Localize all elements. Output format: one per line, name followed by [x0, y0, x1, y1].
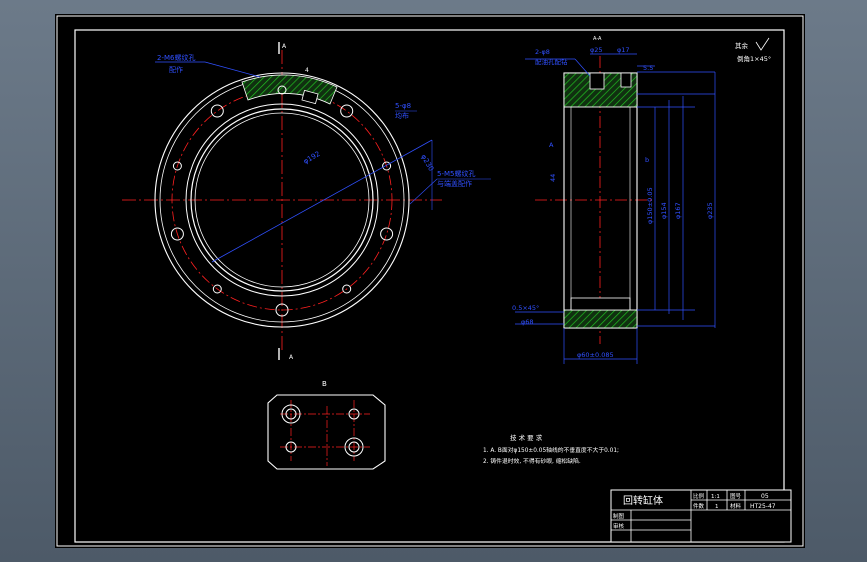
detail-hole-3 — [285, 441, 297, 453]
hole-note-1: 5-φ8 — [395, 102, 411, 110]
section-view: 2-φ8 配油孔配钻 φ25 φ17 5.5 φ150±0.05 φ154 φ1… — [512, 36, 716, 364]
drawing-sheet: 2-M6螺纹孔 配作 5-φ8 均布 φ192 φ230 5-M5螺纹孔 与端盖… — [55, 14, 805, 548]
title-block-grid — [611, 490, 791, 542]
detail-label: B — [322, 380, 327, 388]
tech-req-line1: 1. A. B面对φ150±0.05轴线的不垂直度不大于0.01; — [483, 446, 619, 454]
section-note-line1: 2-φ8 — [535, 48, 550, 56]
section-top-hole — [589, 72, 605, 90]
dim-width: φ60±0.085 — [577, 351, 614, 359]
dim-phi68: φ68 — [521, 318, 534, 326]
inner-step-circle — [185, 103, 379, 297]
dim-44: 44 — [549, 174, 557, 182]
label-draw: 制图 — [613, 512, 625, 520]
bolt-hole — [275, 303, 289, 317]
value-qty: 1 — [715, 504, 719, 510]
note2-leader — [409, 178, 438, 205]
bolt-hole — [382, 161, 392, 171]
bolt-circle-label: φ192 — [302, 150, 322, 166]
note2-line2: 与端盖配作 — [437, 179, 472, 188]
bolt-hole — [340, 104, 354, 118]
technical-requirements: 技 术 要 求 1. A. B面对φ150±0.05轴线的不垂直度不大于0.01… — [483, 433, 619, 465]
corner-note-line1: 其余 — [735, 41, 749, 50]
title-block: 回转缸体 比例 1:1 图号 05 件数 1 材料 HT25-47 制图 审核 — [610, 489, 792, 543]
detail-hole-4-outer — [344, 437, 364, 457]
title-block-frame — [610, 489, 792, 543]
bolt-hole — [210, 104, 224, 118]
dim-dia1: φ150±0.05 — [646, 187, 654, 224]
section-dim-lines — [515, 53, 716, 364]
dim-dia4: φ235 — [706, 202, 714, 219]
dim-b: b — [645, 156, 649, 164]
section-body-outline — [563, 72, 638, 329]
bolt-hole — [342, 284, 352, 294]
note1-leader — [204, 61, 261, 78]
tech-req-title: 技 术 要 求 — [510, 433, 543, 442]
detail-outline — [267, 394, 386, 470]
corner-note-line2: 倒角1×45° — [737, 54, 771, 63]
dim-5-5: 5.5 — [643, 64, 653, 72]
section-label-bottom: A — [289, 354, 294, 361]
note1-line1: 2-M6螺纹孔 — [157, 53, 195, 62]
section-label-top: A — [282, 43, 287, 50]
dim-dia2: φ154 — [660, 202, 668, 219]
dim-chamfer: 0.5×45° — [512, 304, 539, 312]
hole-note-2: 均布 — [395, 111, 409, 120]
note1-line2: 配作 — [169, 65, 183, 74]
tech-req-line2: 2. 铸件退时效, 不得有砂眼, 缩松缺陷. — [483, 457, 581, 465]
front-view — [122, 50, 442, 350]
bore-circle — [190, 108, 374, 292]
detail-view-b: B — [267, 380, 386, 470]
value-material: HT25-47 — [750, 503, 776, 510]
section-label-a: A — [549, 141, 554, 149]
section-top-hole-2 — [620, 72, 632, 88]
roughness-symbol-icon — [755, 37, 770, 51]
bolt-circle-dimension-line — [211, 139, 433, 263]
section-title: A-A — [593, 36, 602, 42]
detail-hole-1-inner — [285, 408, 297, 420]
section-bottom-step — [570, 297, 631, 311]
outer-circle — [154, 72, 410, 328]
oil-hole-cut — [301, 89, 319, 105]
label-check: 审核 — [613, 522, 625, 530]
drawing-canvas[interactable]: 2-M6螺纹孔 配作 5-φ8 均布 φ192 φ230 5-M5螺纹孔 与端盖… — [55, 14, 805, 548]
dim-phi17: φ17 — [617, 46, 630, 54]
label-ratio: 比例 — [693, 492, 705, 500]
pitch-circle-label: φ230 — [419, 153, 435, 173]
bolt-hole — [212, 284, 222, 294]
detail-hole-4-inner — [348, 441, 360, 453]
dim-dia3: φ167 — [674, 202, 682, 219]
corner-note: 其余 倒角1×45° — [735, 37, 771, 63]
dim-phi25: φ25 — [590, 46, 603, 54]
note2-line1: 5-M5螺纹孔 — [437, 169, 475, 178]
top-mark: 4 — [305, 67, 309, 74]
label-material: 材料 — [730, 502, 742, 510]
value-ratio: 1:1 — [711, 494, 720, 500]
sheet-border — [56, 15, 804, 547]
bore-chamfer-circle — [194, 112, 370, 288]
label-drawing: 图号 — [730, 492, 742, 500]
section-bottom-hatch — [563, 309, 638, 329]
bolt-hole — [380, 227, 394, 241]
bolt-hole — [170, 227, 184, 241]
detail-hole-2 — [348, 408, 360, 420]
part-name: 回转缸体 — [623, 494, 663, 507]
drawing-frame — [74, 29, 785, 543]
bolt-hole — [172, 161, 182, 171]
bolt-hole — [277, 85, 287, 95]
section-note-line2: 配油孔配钻 — [535, 57, 568, 66]
bolt-holes — [170, 85, 394, 317]
value-drawing: 05 — [761, 493, 769, 500]
label-qty: 件数 — [693, 502, 705, 510]
detail-hole-1-outer — [281, 404, 301, 424]
